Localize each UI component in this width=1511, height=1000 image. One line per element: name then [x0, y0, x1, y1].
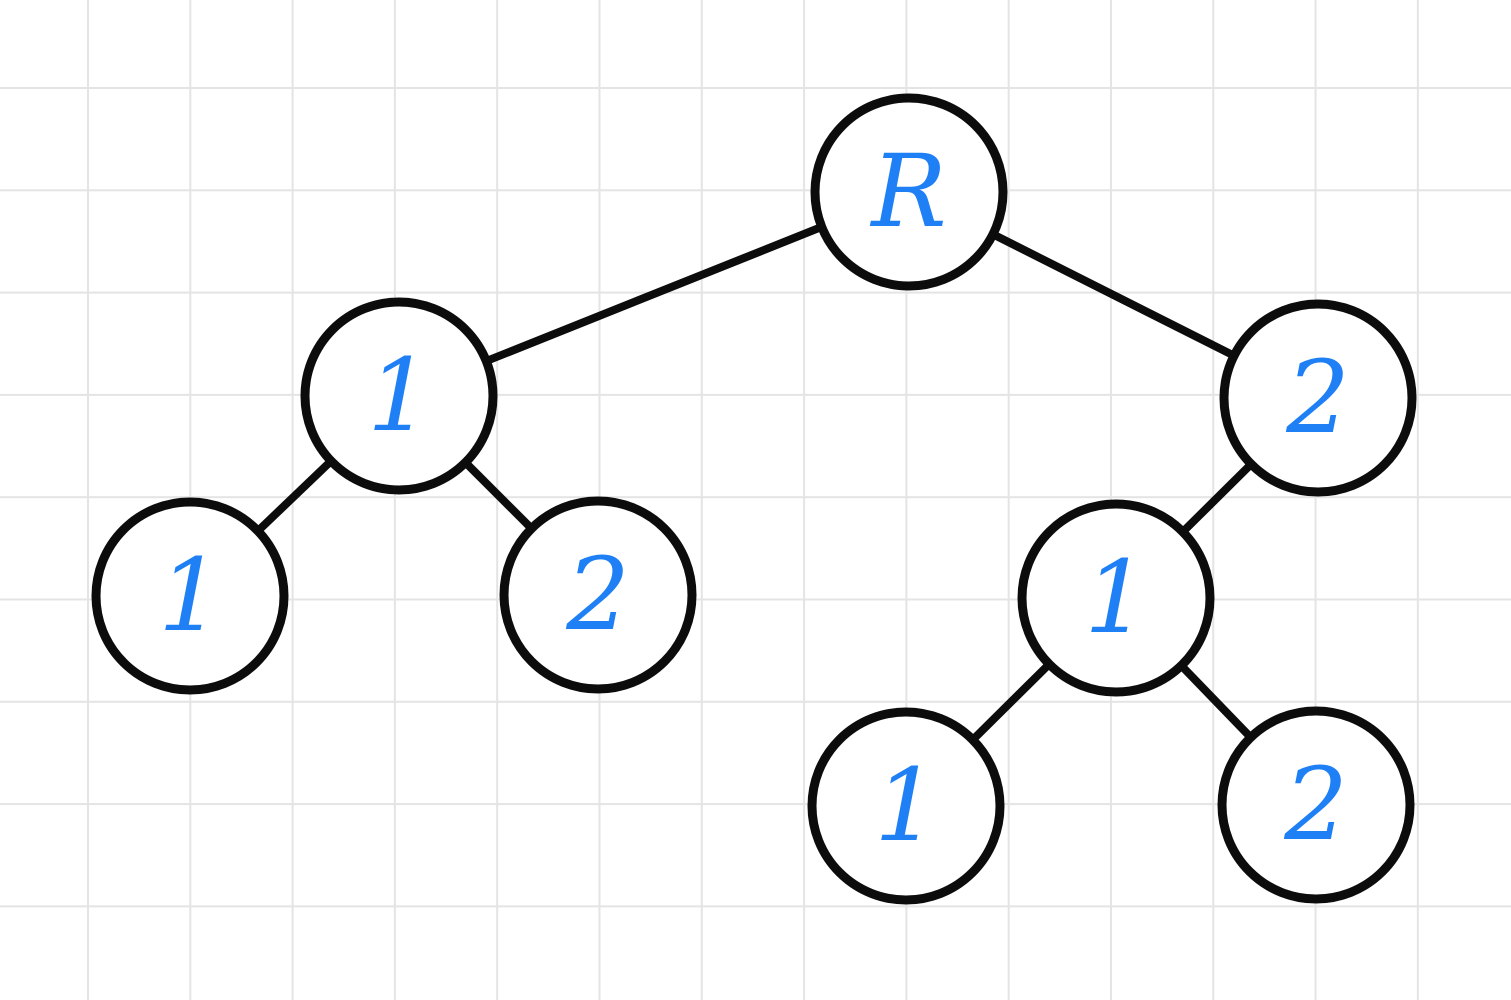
node-label-root: R	[869, 133, 946, 250]
node-label-n2: 2	[1285, 339, 1350, 456]
tree-node-n2: 2	[1219, 299, 1417, 497]
node-label-n1-2: 2	[565, 536, 630, 653]
node-label-n2-1-1: 1	[874, 747, 938, 864]
node-label-n1: 1	[367, 337, 431, 454]
node-circle-root	[810, 93, 1008, 291]
node-label-n1-1: 1	[158, 537, 222, 654]
node-circle-n2-1	[1017, 499, 1215, 697]
node-circle-n2	[1219, 299, 1417, 497]
tree-node-n2-1: 1	[1017, 499, 1215, 697]
node-label-n2-1: 1	[1084, 539, 1148, 656]
node-circle-n2-1-1	[807, 707, 1005, 905]
node-circle-n1-2	[499, 496, 697, 694]
tree-node-n1: 1	[300, 297, 498, 495]
node-circle-n1-1	[91, 497, 289, 695]
tree-node-n1-2: 2	[499, 496, 697, 694]
node-circle-n1	[300, 297, 498, 495]
tree-node-root: R	[810, 93, 1008, 291]
tree-node-n2-1-2: 2	[1217, 706, 1415, 904]
node-label-n2-1-2: 2	[1283, 746, 1348, 863]
tree-node-n2-1-1: 1	[807, 707, 1005, 905]
tree-node-n1-1: 1	[91, 497, 289, 695]
node-circle-n2-1-2	[1217, 706, 1415, 904]
